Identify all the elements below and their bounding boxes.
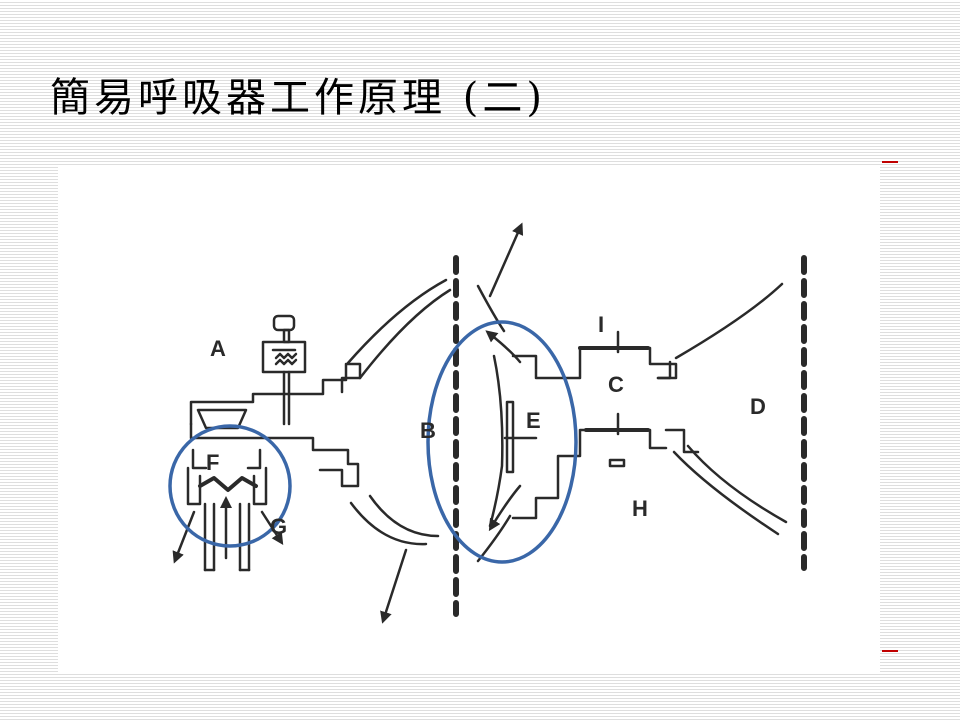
label-f: F <box>206 450 219 475</box>
label-c: C <box>608 372 624 397</box>
highlight-circle-right <box>426 320 578 564</box>
slide-title: 簡易呼吸器工作原理 (二) <box>50 75 546 121</box>
label-d: D <box>750 394 766 419</box>
label-b: B <box>420 418 436 443</box>
accent-mark-top <box>882 161 898 163</box>
resuscitator-diagram: A B C D E F G H I <box>58 166 880 674</box>
label-h: H <box>632 496 648 521</box>
highlight-circle-left <box>168 424 292 548</box>
accent-mark-bottom <box>882 650 898 652</box>
flow-arrows <box>172 222 524 624</box>
label-e: E <box>526 408 541 433</box>
label-i: I <box>598 312 604 337</box>
pressure-valve-body <box>189 314 362 488</box>
label-g: G <box>270 514 287 539</box>
exhalation-tubing <box>672 282 788 536</box>
label-a: A <box>210 336 226 361</box>
bag-outline <box>346 278 512 563</box>
patient-valve-assembly <box>488 330 700 528</box>
intake-valve <box>186 448 268 572</box>
